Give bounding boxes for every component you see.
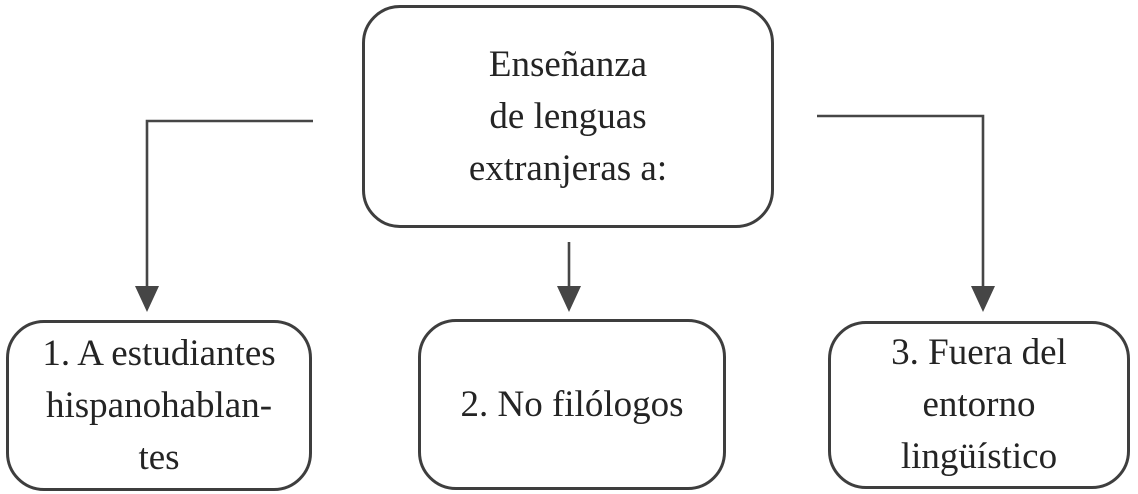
child-node-3-label: 3. Fuera del entorno lingüístico (891, 332, 1067, 477)
child-node-1: 1. A estudiantes hispanohablan- tes (6, 320, 312, 491)
root-node: Enseñanza de lenguas extranjeras a: (362, 5, 774, 228)
child-node-2-label: 2. No filólogos (460, 383, 684, 425)
child-node-1-label: 1. A estudiantes hispanohablan- tes (42, 332, 276, 478)
connector-left (145, 119, 313, 289)
arrowhead-down-icon (557, 286, 581, 312)
root-node-label: Enseñanza de lenguas extranjeras a: (468, 43, 668, 189)
connector-right (817, 114, 985, 289)
arrowhead-down-icon (971, 286, 995, 312)
child-node-3: 3. Fuera del entorno lingüístico (828, 321, 1130, 489)
child-node-2: 2. No filólogos (418, 319, 726, 490)
arrowhead-down-icon (135, 286, 159, 312)
